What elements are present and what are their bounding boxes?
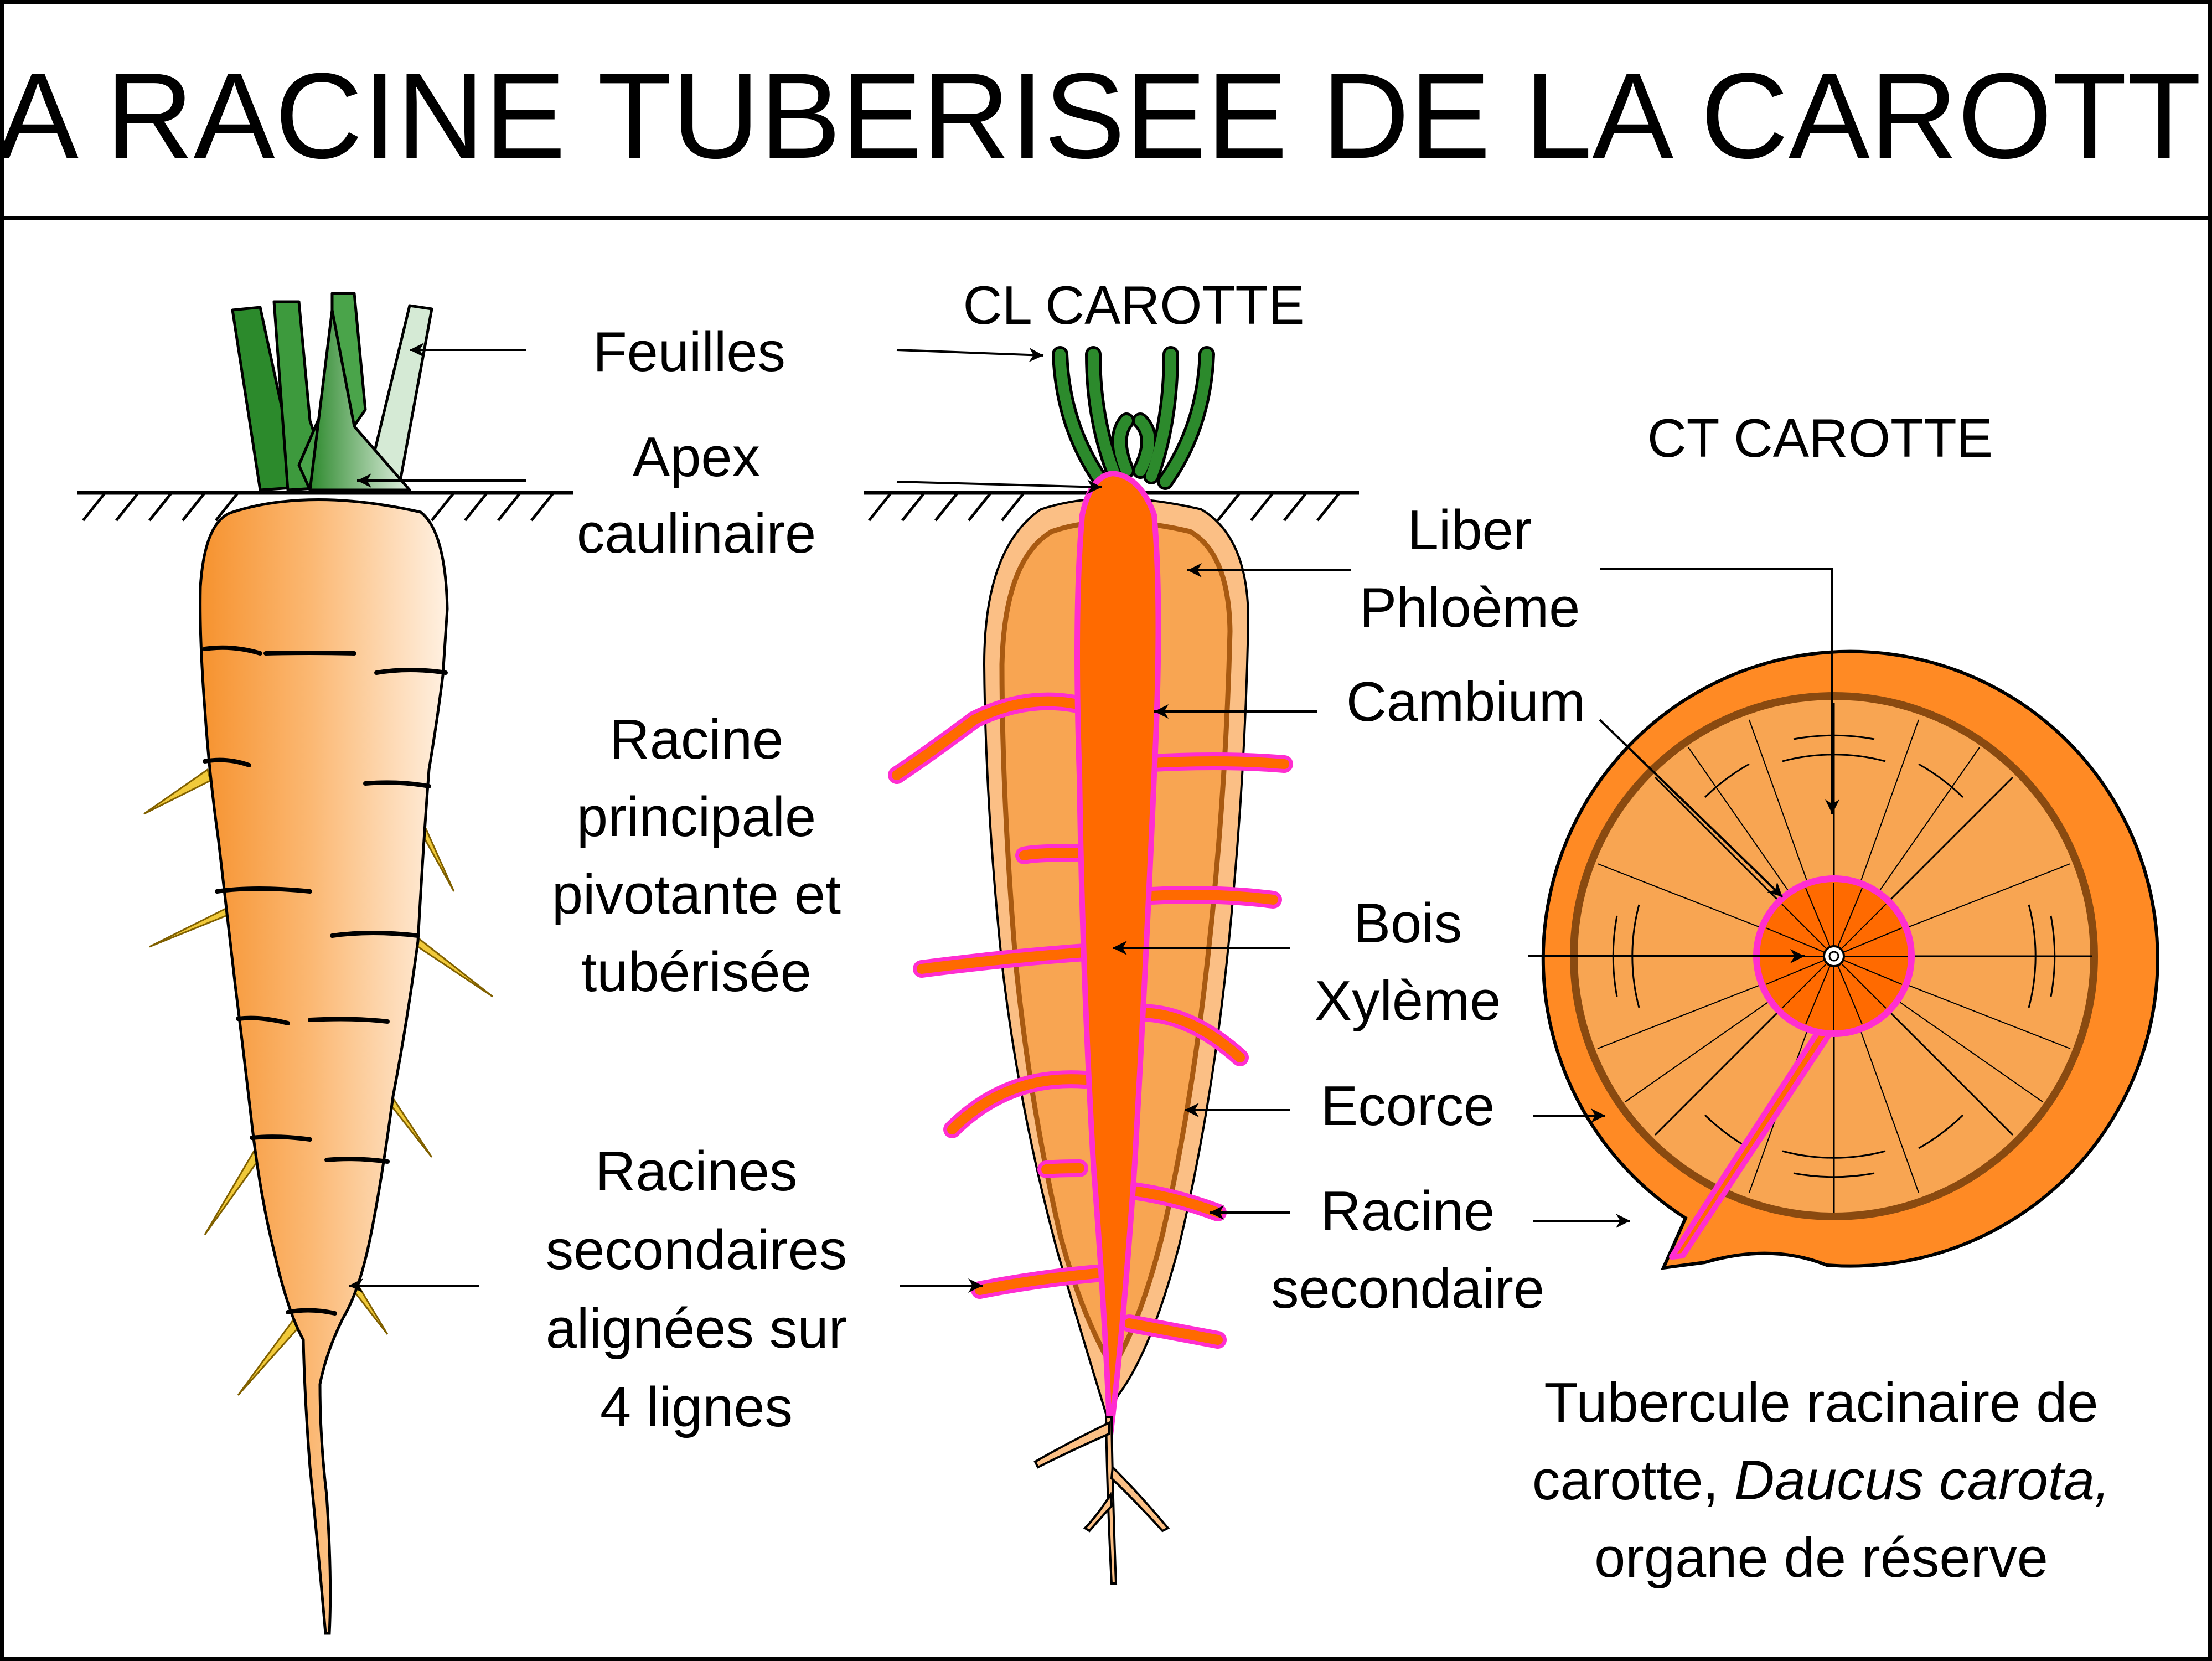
section-cl-title: CL CAROTTE — [963, 275, 1304, 336]
label-racines-secondaires-1: Racines — [596, 1141, 798, 1203]
label-bois: Bois — [1353, 893, 1462, 955]
label-racines-secondaires-3: alignées sur — [546, 1298, 847, 1360]
cs-pith-inner — [1828, 951, 1839, 962]
label-apex-2: caulinaire — [577, 503, 816, 565]
leaves-external — [231, 292, 433, 492]
arrow-apex-mid — [896, 479, 1102, 494]
label-racine-principale-4: tubérisée — [581, 941, 812, 1003]
caption-species: Daucus carota, — [1734, 1449, 2110, 1512]
arrow-feuilles-mid — [896, 348, 1044, 363]
carrot-creases — [203, 645, 448, 1316]
label-racine-principale-2: principale — [577, 786, 816, 848]
section-tip — [1033, 1416, 1170, 1585]
leaves-section-fill — [1055, 349, 1212, 487]
section-ct-title: CT CAROTTE — [1647, 407, 1993, 468]
arrow-cambium-ct — [1599, 719, 1784, 898]
label-liber: Liber — [1408, 499, 1532, 561]
caption-line-2a: carotte, — [1532, 1449, 1734, 1512]
external-carrot — [77, 292, 573, 1635]
label-racine-principale-3: pivotante et — [552, 864, 841, 926]
label-racine-secondaire-1: Racine — [1321, 1180, 1495, 1242]
label-xyleme: Xylème — [1315, 970, 1501, 1032]
label-apex-1: Apex — [633, 426, 760, 488]
label-cambium: Cambium — [1346, 671, 1585, 733]
cross-section — [1541, 649, 2159, 1270]
label-ecorce: Ecorce — [1321, 1075, 1495, 1137]
soil-line-left — [77, 491, 573, 522]
label-feuilles: Feuilles — [593, 321, 785, 383]
caption-line-1: Tubercule racinaire de — [1544, 1372, 2098, 1434]
label-racine-secondaire-2: secondaire — [1271, 1258, 1544, 1320]
label-phloeme: Phloème — [1360, 577, 1580, 639]
arrows — [349, 343, 1839, 1293]
labels: CL CAROTTE CT CAROTTE Feuilles Apex caul… — [546, 275, 2110, 1589]
label-racine-principale-1: Racine — [609, 709, 783, 771]
longitudinal-section — [864, 346, 1359, 1585]
leaves-section — [1052, 346, 1215, 490]
label-racines-secondaires-4: 4 lignes — [600, 1376, 793, 1438]
caption-line-2: carotte, Daucus carota, — [1532, 1449, 2110, 1512]
page-title: LA RACINE TUBERISEE DE LA CAROTTE — [0, 48, 2212, 184]
arrow-liber-ct — [1600, 568, 1839, 814]
label-racines-secondaires-2: secondaires — [546, 1219, 847, 1281]
caption-line-3: organe de réserve — [1594, 1527, 2048, 1589]
